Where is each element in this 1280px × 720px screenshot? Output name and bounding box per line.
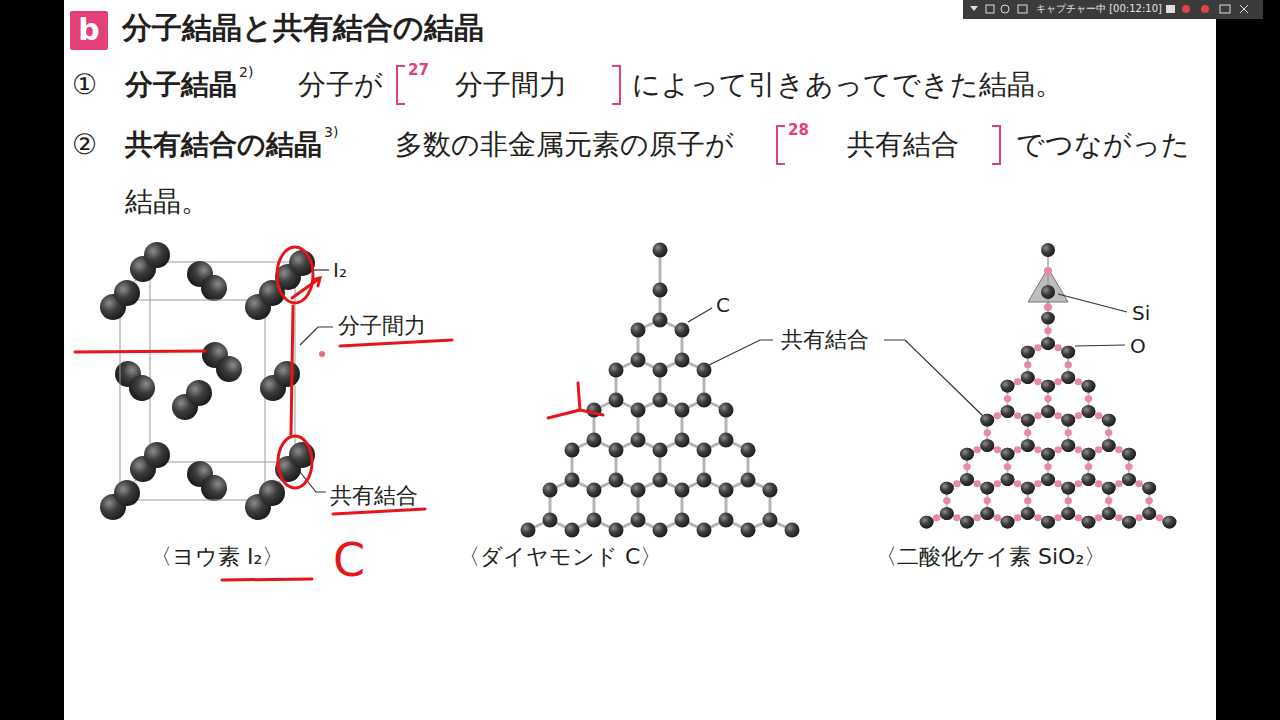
tetrahedron <box>1028 268 1068 302</box>
body-text: 分子結晶 <box>125 69 237 101</box>
oxygen-atoms <box>927 344 1170 523</box>
body-text: 共有結合の結晶 <box>125 129 322 161</box>
oxygen-atom <box>1044 267 1052 275</box>
silicon-atom <box>1041 312 1055 325</box>
silicon-atom <box>1041 285 1055 299</box>
answer-text: 分子間力 <box>455 69 567 101</box>
iodine-molecule <box>187 461 227 501</box>
handwritten-note: C <box>333 534 365 587</box>
iodine-molecule <box>187 261 227 301</box>
silicon-rows <box>927 344 1170 523</box>
leader-lines <box>1058 294 1127 346</box>
side-bar <box>1216 0 1280 720</box>
heading-title: 分子結晶と共有結合の結晶 <box>122 11 484 46</box>
answer-bracket <box>612 65 621 105</box>
iodine-molecule <box>100 280 140 320</box>
silicon-atom <box>1041 243 1055 257</box>
atom-label: Si <box>1132 302 1150 325</box>
body-text: 分子が <box>298 69 383 101</box>
atom-label: C <box>716 294 730 317</box>
carbon-atom <box>653 283 668 298</box>
atom-rows <box>528 320 792 530</box>
iodine-molecule <box>115 361 155 401</box>
carbon-atom <box>653 243 668 258</box>
figure-caption: 〈ヨウ素 I₂〉 <box>150 544 284 569</box>
iodine-molecule <box>172 380 212 420</box>
answer-bracket <box>776 125 785 165</box>
body-text: によって引きあってできた結晶。 <box>632 69 1063 101</box>
footnote-mark: 3) <box>324 124 338 140</box>
blank-number: 27 <box>408 62 429 79</box>
answer-bracket <box>396 65 405 105</box>
part-label: 分子間力 <box>338 313 426 338</box>
red-dot <box>319 351 325 357</box>
part-label: 共有結合 <box>330 483 418 508</box>
red-annotations <box>75 247 603 580</box>
iodine-molecule <box>245 480 285 520</box>
figure-caption: 〈ダイヤモンド C〉 <box>458 544 662 569</box>
iodine-molecule <box>100 480 140 520</box>
section-badge: b <box>70 11 108 50</box>
blank-number: 28 <box>788 122 809 139</box>
oxygen-atom <box>1044 303 1052 311</box>
body-text: 多数の非金属元素の原子が <box>395 129 734 161</box>
toolbar-text: キャプチャー中 [00:12:10] <box>1036 3 1162 15</box>
figure-caption: 〈二酸化ケイ素 SiO₂〉 <box>875 544 1106 569</box>
unit-cell-front <box>120 300 265 500</box>
body-text: ① <box>72 69 97 101</box>
silica-lattice <box>927 243 1170 522</box>
atom-label: O <box>1130 335 1146 358</box>
badge-letter: b <box>78 13 99 48</box>
iodine-molecule <box>260 361 300 401</box>
iodine-molecule <box>130 442 170 482</box>
part-label: 共有結合 <box>778 327 872 352</box>
iodine-molecule <box>202 342 242 382</box>
capture-toolbar <box>963 0 1263 19</box>
footnote-mark: 2) <box>239 64 253 80</box>
body-text: でつながった <box>1016 129 1190 161</box>
body-text: 結晶。 <box>125 186 209 218</box>
molecule-label: I₂ <box>333 259 347 282</box>
diamond-lattice <box>528 243 792 531</box>
iodine-crystal <box>100 242 315 520</box>
answer-bracket <box>992 125 1001 165</box>
iodine-molecule <box>130 242 170 282</box>
leader-lines <box>300 270 333 492</box>
body-text: ② <box>72 129 97 161</box>
answer-text: 共有結合 <box>847 129 959 161</box>
side-bar <box>0 0 64 720</box>
leader-line <box>688 308 712 322</box>
